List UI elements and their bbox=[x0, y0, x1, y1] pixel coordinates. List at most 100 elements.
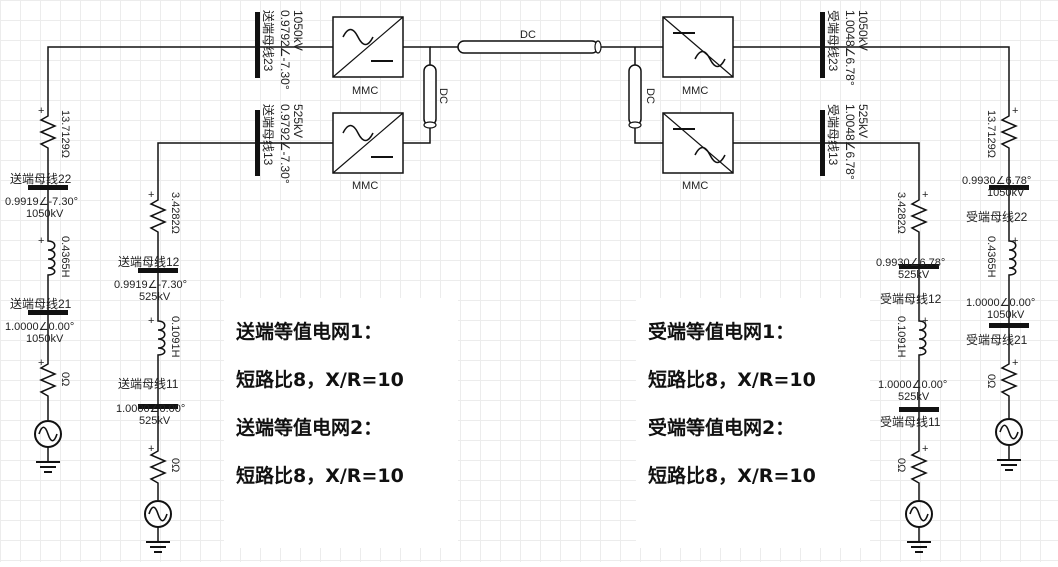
busbar-send-11[interactable] bbox=[138, 404, 178, 409]
bus-label-send-13: 送端母线13 0.9792∠-7.30° 525kV bbox=[261, 104, 305, 184]
dc-cable-send[interactable] bbox=[423, 64, 437, 129]
svg-text:1.0048∠6.78°: 1.0048∠6.78° bbox=[843, 104, 857, 180]
svg-text:送端母线13: 送端母线13 bbox=[261, 104, 276, 166]
svg-text:+: + bbox=[922, 189, 928, 201]
svg-text:+: + bbox=[148, 315, 154, 327]
svg-text:1050kV: 1050kV bbox=[26, 333, 64, 345]
bus-label-send-22: 送端母线22 0.9919∠-7.30° 1050kV bbox=[5, 171, 78, 220]
busbar-send-13[interactable] bbox=[255, 110, 260, 176]
note-recv-line-4: 短路比8，X/R=10 bbox=[648, 465, 816, 487]
busbar-recv-23[interactable] bbox=[820, 12, 825, 78]
busbar-recv-13[interactable] bbox=[820, 110, 825, 176]
svg-text:送端母线12: 送端母线12 bbox=[118, 254, 180, 269]
mmc-label-3: MMC bbox=[682, 85, 708, 97]
svg-text:525kV: 525kV bbox=[291, 104, 305, 138]
note-send-line-2: 短路比8，X/R=10 bbox=[236, 369, 404, 391]
bus-label-recv-21: 1.0000∠0.00° 1050kV 受端母线21 bbox=[966, 297, 1035, 347]
note-send-line-3: 送端等值电网2： bbox=[236, 417, 383, 439]
svg-text:+: + bbox=[1012, 357, 1018, 369]
svg-text:+: + bbox=[922, 443, 928, 455]
svg-text:+: + bbox=[148, 189, 154, 201]
svg-text:+: + bbox=[922, 315, 928, 327]
ac-source-recv-1[interactable] bbox=[995, 418, 1023, 471]
value-recv-r0-hv: 0Ω bbox=[985, 374, 997, 388]
bus-label-recv-22: 0.9930∠6.78° 1050kV 受端母线22 bbox=[962, 175, 1031, 224]
svg-text:0.9919∠-7.30°: 0.9919∠-7.30° bbox=[114, 279, 187, 291]
value-send-l-hv: 0.4365H bbox=[59, 236, 71, 278]
value-send-r-lv: 3.4282Ω bbox=[169, 192, 181, 234]
value-recv-l-lv: 0.1091H bbox=[895, 316, 907, 358]
ac-source-send-2[interactable] bbox=[144, 500, 172, 553]
svg-text:1050kV: 1050kV bbox=[987, 187, 1025, 199]
note-recv-line-1: 受端等值电网1： bbox=[648, 321, 795, 343]
svg-text:送端母线22: 送端母线22 bbox=[10, 171, 72, 186]
note-recv-line-3: 受端等值电网2： bbox=[648, 417, 795, 439]
busbars bbox=[28, 12, 1029, 412]
svg-text:+: + bbox=[1012, 105, 1018, 117]
bus-label-send-11: 送端母线11 1.0000∠0.00° 525kV bbox=[116, 376, 185, 427]
svg-text:1050kV: 1050kV bbox=[291, 10, 305, 51]
busbar-send-12[interactable] bbox=[138, 268, 178, 273]
svg-text:+: + bbox=[38, 235, 44, 247]
resistor-send-hv[interactable] bbox=[40, 111, 56, 153]
busbar-recv-12[interactable] bbox=[899, 264, 939, 269]
svg-text:送端母线11: 送端母线11 bbox=[118, 376, 179, 391]
dc-label-send: DC bbox=[437, 88, 449, 104]
svg-text:受端母线11: 受端母线11 bbox=[880, 415, 941, 429]
svg-text:+: + bbox=[38, 357, 44, 369]
resistor-send-lv[interactable] bbox=[150, 195, 166, 237]
busbar-send-23[interactable] bbox=[255, 12, 260, 78]
svg-text:1050kV: 1050kV bbox=[26, 208, 64, 220]
svg-text:525kV: 525kV bbox=[856, 104, 870, 138]
bus-label-recv-12: 0.9930∠6.78° 525kV 受端母线12 bbox=[876, 257, 945, 306]
busbar-send-22[interactable] bbox=[28, 185, 68, 190]
mmc-recv-lv[interactable] bbox=[662, 112, 734, 174]
svg-text:0.9919∠-7.30°: 0.9919∠-7.30° bbox=[5, 196, 78, 208]
svg-text:受端母线21: 受端母线21 bbox=[966, 333, 1028, 347]
svg-text:525kV: 525kV bbox=[898, 391, 930, 403]
dc-label-recv: DC bbox=[644, 88, 656, 104]
dc-cable-main[interactable] bbox=[457, 40, 602, 54]
bus-label-recv-23: 受端母线23 1.0048∠6.78° 1050kV bbox=[826, 10, 870, 86]
inductor-send-hv[interactable] bbox=[47, 237, 56, 279]
busbar-send-21[interactable] bbox=[28, 310, 68, 315]
busbar-recv-21[interactable] bbox=[989, 323, 1029, 328]
value-recv-l-hv: 0.4365H bbox=[985, 236, 997, 278]
value-recv-r-hv: 13.7129Ω bbox=[985, 110, 997, 158]
svg-text:受端母线23: 受端母线23 bbox=[826, 10, 840, 72]
value-send-r-hv: 13.7129Ω bbox=[59, 110, 71, 158]
mmc-send-hv[interactable] bbox=[332, 16, 404, 78]
dc-line-label: DC bbox=[520, 29, 536, 41]
svg-text:1.0000∠0.00°: 1.0000∠0.00° bbox=[5, 321, 74, 333]
value-send-r0-hv: 0Ω bbox=[59, 372, 71, 386]
resistor-recv-hv[interactable] bbox=[1001, 111, 1017, 153]
mmc-send-lv[interactable] bbox=[332, 112, 404, 174]
svg-text:0.9792∠-7.30°: 0.9792∠-7.30° bbox=[278, 104, 292, 184]
svg-text:1.0000∠0.00°: 1.0000∠0.00° bbox=[878, 379, 947, 391]
note-recv-grid: 受端等值电网1： 短路比8，X/R=10 受端等值电网2： 短路比8，X/R=1… bbox=[636, 298, 870, 548]
svg-text:525kV: 525kV bbox=[898, 269, 930, 281]
mmc-recv-hv[interactable] bbox=[662, 16, 734, 78]
mmc-label-1: MMC bbox=[352, 85, 378, 97]
svg-text:+: + bbox=[38, 105, 44, 117]
busbar-recv-22[interactable] bbox=[989, 185, 1029, 190]
inductor-send-lv[interactable] bbox=[157, 317, 166, 359]
svg-text:+: + bbox=[148, 443, 154, 455]
busbar-recv-11[interactable] bbox=[899, 407, 939, 412]
dc-cable-recv[interactable] bbox=[628, 64, 642, 129]
value-recv-r0-lv: 0Ω bbox=[895, 458, 907, 472]
svg-text:0.9930∠6.78°: 0.9930∠6.78° bbox=[962, 175, 1031, 187]
note-send-line-1: 送端等值电网1： bbox=[236, 321, 383, 343]
svg-text:受端母线22: 受端母线22 bbox=[966, 210, 1028, 224]
wires bbox=[47, 46, 1010, 500]
bus-label-send-21: 送端母线21 1.0000∠0.00° 1050kV bbox=[5, 296, 74, 345]
note-recv-line-2: 短路比8，X/R=10 bbox=[648, 369, 816, 391]
resistor-recv-lv[interactable] bbox=[911, 195, 927, 237]
svg-text:送端母线23: 送端母线23 bbox=[261, 10, 276, 72]
svg-text:受端母线12: 受端母线12 bbox=[880, 292, 942, 306]
value-send-l-lv: 0.1091H bbox=[169, 316, 181, 358]
ac-source-send-1[interactable] bbox=[34, 420, 62, 473]
ac-source-recv-2[interactable] bbox=[905, 500, 933, 553]
